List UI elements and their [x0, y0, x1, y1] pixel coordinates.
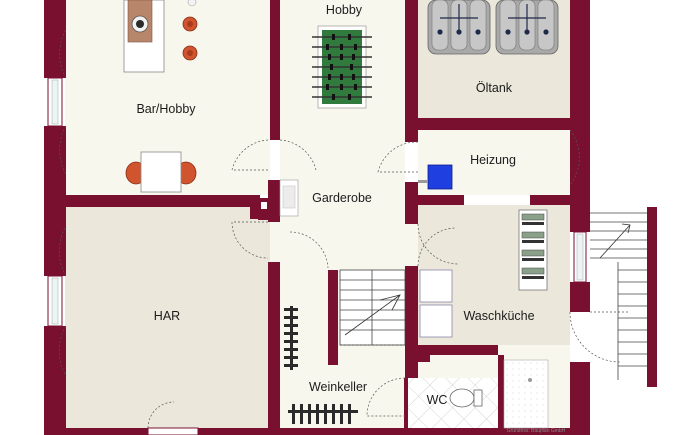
room-labels: Bar/Hobby Hobby Öltank Heizung Garderobe… — [136, 3, 534, 407]
room-label-garderobe: Garderobe — [312, 191, 372, 205]
room-label-har: HAR — [154, 309, 180, 323]
table-with-chairs — [125, 151, 197, 193]
plan-credit: Grundriss: Bauplan GmbH — [507, 428, 566, 434]
room-label-wc: WC — [427, 393, 448, 407]
wine-rack-bottom — [288, 404, 358, 424]
wc-fixtures — [408, 359, 549, 429]
coat-rack — [279, 179, 299, 217]
room-label-waschkueche: Waschküche — [463, 309, 534, 323]
storage-shelf — [518, 209, 548, 291]
washing-machines — [419, 269, 453, 338]
bar-counter — [123, 0, 198, 73]
foosball-table — [312, 25, 372, 109]
exterior-stair — [590, 212, 647, 380]
room-label-oeltank: Öltank — [476, 81, 513, 95]
door-swings — [59, 29, 630, 429]
wine-rack-side — [284, 306, 298, 370]
heater — [418, 164, 453, 190]
room-label-hobby: Hobby — [326, 3, 363, 17]
room-label-bar-hobby: Bar/Hobby — [136, 102, 196, 116]
room-label-heizung: Heizung — [470, 153, 516, 167]
oil-tanks — [427, 0, 559, 55]
walls — [44, 0, 657, 435]
room-label-weinkeller: Weinkeller — [309, 380, 367, 394]
interior-stair — [339, 269, 406, 346]
